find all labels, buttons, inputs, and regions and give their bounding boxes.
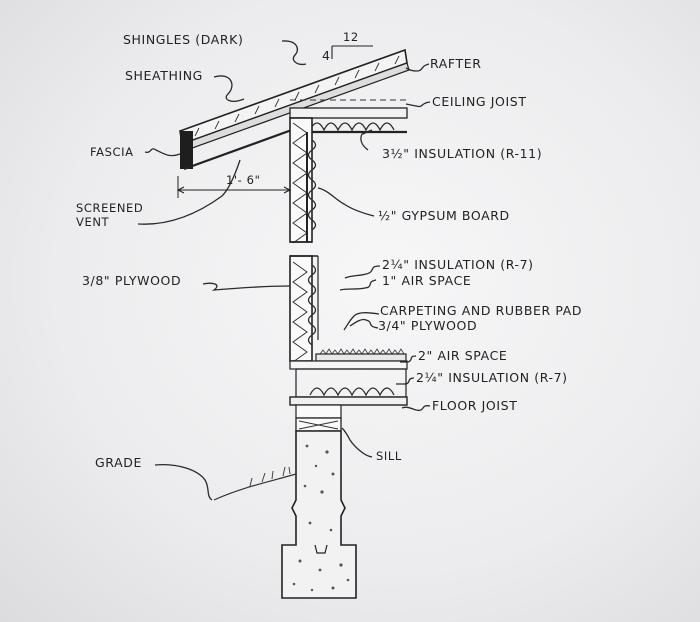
floor-assembly <box>289 348 408 419</box>
label-screened-vent-line2: VENT <box>76 215 110 229</box>
label-air-space-2: 2" AIR SPACE <box>418 348 507 363</box>
dimension-labels: 1'- 6" 4 12 <box>226 30 359 187</box>
label-sheathing: SHEATHING <box>125 68 203 83</box>
label-overhang-dimension: 1'- 6" <box>226 173 261 187</box>
label-rafter: RAFTER <box>430 56 482 71</box>
label-insulation-r11: 3½" INSULATION (R-11) <box>382 146 542 161</box>
leader-lines <box>137 40 431 501</box>
label-pitch-rise: 4 <box>322 48 331 63</box>
label-floor-joist: FLOOR JOIST <box>432 398 517 413</box>
label-carpeting: CARPETING AND RUBBER PAD <box>380 303 582 318</box>
label-grade: GRADE <box>95 455 142 470</box>
label-plywood-3-8: 3/8" PLYWOOD <box>82 273 181 288</box>
label-insulation-r7-wall: 2¼" INSULATION (R-7) <box>382 257 534 272</box>
label-fascia: FASCIA <box>90 145 134 159</box>
label-insulation-r7-floor: 2¼" INSULATION (R-7) <box>416 370 568 385</box>
roof-assembly <box>179 48 410 171</box>
label-gypsum-board: ½" GYPSUM BOARD <box>378 208 510 223</box>
labels-left: SHINGLES (DARK) SHEATHING FASCIA SCREENE… <box>76 32 243 470</box>
label-air-space-1: 1" AIR SPACE <box>382 273 471 288</box>
label-ceiling-joist: CEILING JOIST <box>432 94 527 109</box>
labels-right: RAFTER CEILING JOIST 3½" INSULATION (R-1… <box>376 56 582 463</box>
fascia-board <box>180 131 193 169</box>
roof-pitch-symbol <box>331 45 373 59</box>
lower-wall <box>289 255 319 363</box>
overhang-dimension <box>176 176 292 198</box>
label-sill: SILL <box>376 449 402 463</box>
upper-wall <box>289 117 317 244</box>
label-plywood-3-4: 3/4" PLYWOOD <box>378 318 477 333</box>
label-pitch-run: 12 <box>343 30 359 44</box>
foundation <box>213 417 357 599</box>
ceiling-assembly <box>289 99 408 134</box>
label-screened-vent-line1: SCREENED <box>76 201 143 215</box>
label-shingles: SHINGLES (DARK) <box>123 32 243 47</box>
